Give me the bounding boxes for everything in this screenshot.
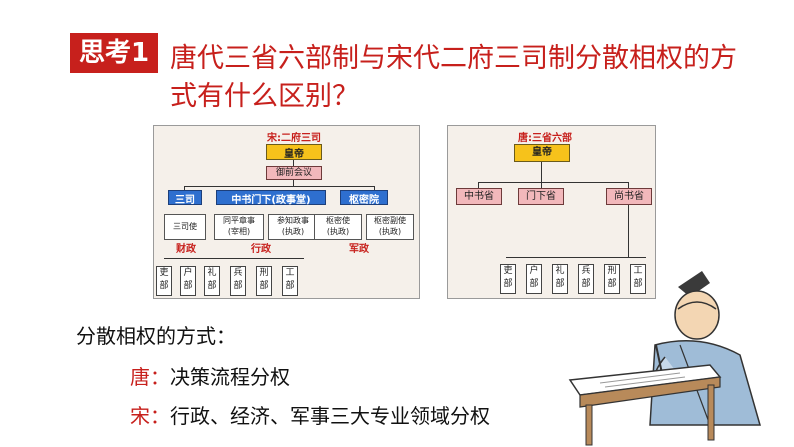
song-dept-xing: 刑部 — [256, 266, 272, 296]
song-office-sansi: 三司使 — [164, 214, 206, 240]
song-shumi: 枢密院 — [340, 190, 388, 206]
tang-zhongshu: 中书省 — [456, 188, 502, 205]
song-office-shumifushi-line2: (执政) — [378, 227, 402, 236]
song-office-shumifushi: 枢密副使 (执政) — [366, 214, 414, 240]
thinking-tag: 思考1 — [70, 33, 158, 73]
tang-dept-gong: 工部 — [630, 264, 646, 294]
song-answer-text: 行政、经济、军事三大专业领域分权 — [170, 404, 490, 428]
tang-answer-row: 唐：决策流程分权 — [130, 361, 290, 390]
song-diagram: 宋:二府三司 皇帝 御前会议 三司 中书门下(政事堂) 枢密院 三司使 同平章事… — [153, 125, 420, 299]
tang-answer-label: 唐： — [130, 365, 170, 389]
tang-emperor: 皇帝 — [514, 144, 570, 162]
song-office-zaixiang: 同平章事 (宰相) — [214, 214, 264, 240]
song-answer-label: 宋： — [130, 404, 170, 428]
song-office-shumishi-line1: 枢密使 — [326, 216, 350, 225]
song-council: 御前会议 — [266, 166, 322, 180]
song-label-junzheng: 军政 — [349, 244, 369, 255]
song-dept-gong: 工部 — [282, 266, 298, 296]
tang-dept-hu: 户部 — [526, 264, 542, 294]
song-office-zaixiang-line2: (宰相) — [227, 227, 251, 236]
answer-heading: 分散相权的方式： — [76, 324, 236, 348]
song-zhongshu: 中书门下(政事堂) — [216, 190, 326, 206]
song-label-caizheng: 财政 — [176, 244, 196, 255]
song-sansi: 三司 — [168, 190, 202, 206]
tang-dept-xing: 刑部 — [604, 264, 620, 294]
song-office-shumishi-line2: (执政) — [326, 227, 350, 236]
question-line-2: 式有什么区别？ — [170, 81, 359, 112]
tang-menxia: 门下省 — [518, 188, 564, 205]
song-emperor: 皇帝 — [266, 144, 322, 160]
question-line-1: 唐代三省六部制与宋代二府三司制分散相权的方 — [170, 43, 737, 74]
song-office-canzhi-line2: (执政) — [281, 227, 305, 236]
song-office-canzhi: 参知政事 (执政) — [268, 214, 318, 240]
song-office-canzhi-line1: 参知政事 — [277, 216, 309, 225]
tang-dept-li: 吏部 — [500, 264, 516, 294]
tang-title: 唐:三省六部 — [518, 133, 572, 144]
scholar-illustration — [568, 271, 761, 446]
song-title: 宋:二府三司 — [267, 133, 321, 144]
song-dept-li2: 礼部 — [204, 266, 220, 296]
tang-answer-text: 决策流程分权 — [170, 365, 290, 389]
song-office-zaixiang-line1: 同平章事 — [223, 216, 255, 225]
song-answer-row: 宋：行政、经济、军事三大专业领域分权 — [130, 400, 490, 429]
song-office-shumishi: 枢密使 (执政) — [314, 214, 362, 240]
tang-dept-bing: 兵部 — [578, 264, 594, 294]
song-dept-li: 吏部 — [156, 266, 172, 296]
song-office-shumifushi-line1: 枢密副使 — [374, 216, 406, 225]
tang-dept-li2: 礼部 — [552, 264, 568, 294]
song-dept-bing: 兵部 — [230, 266, 246, 296]
tang-shangshu: 尚书省 — [606, 188, 652, 205]
question-text: 唐代三省六部制与宋代二府三司制分散相权的方 式有什么区别？ — [170, 40, 750, 116]
song-dept-hu: 户部 — [180, 266, 196, 296]
song-label-xingzheng: 行政 — [251, 244, 271, 255]
tang-diagram: 唐:三省六部 皇帝 中书省 门下省 尚书省 吏部 户部 礼部 兵部 刑部 工部 — [447, 125, 656, 299]
